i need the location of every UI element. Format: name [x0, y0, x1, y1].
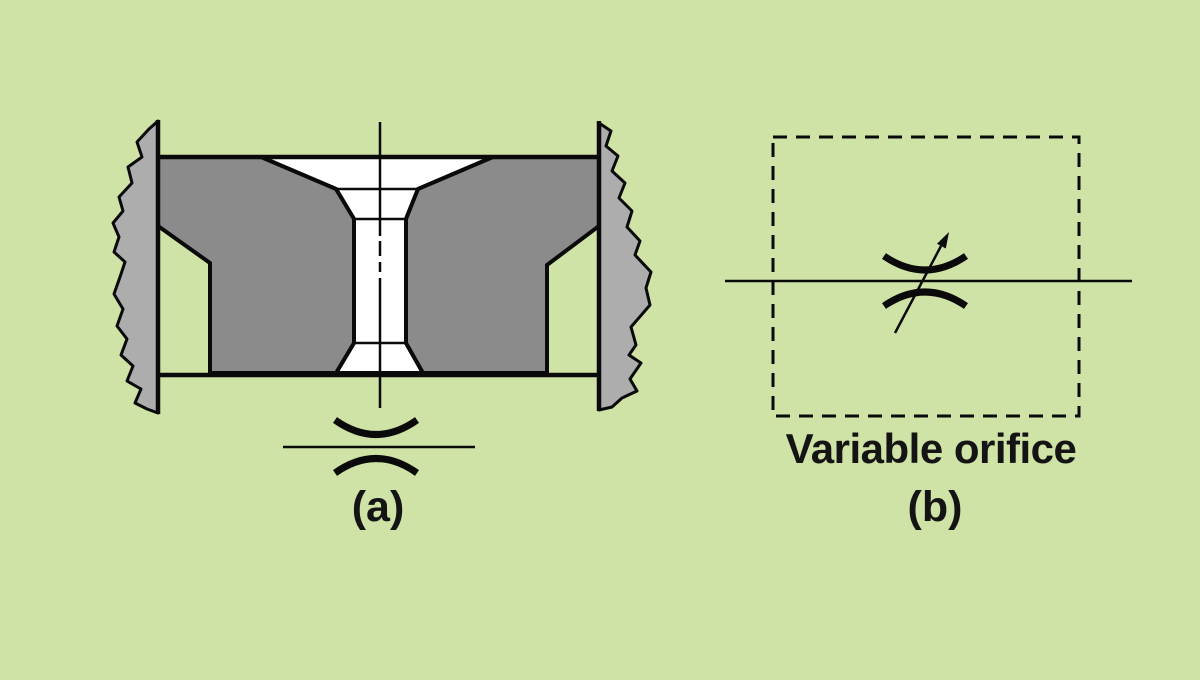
panel-b-label: (b) — [908, 483, 963, 531]
orifice-body-right — [404, 155, 601, 375]
variable-orifice-lower-arc — [882, 288, 968, 309]
left-break-jagged-shape — [111, 119, 160, 415]
panel-a-cross-section: (a) — [111, 119, 653, 531]
panel-b-schematic: Variable orifice (b) — [725, 135, 1132, 531]
adjustment-arrow-shaft — [893, 245, 943, 334]
orifice-symbol-upper-arc — [332, 417, 420, 438]
variable-orifice-caption: Variable orifice — [786, 425, 1077, 472]
right-break-jagged-shape — [597, 121, 653, 412]
orifice-symbol-lower-arc — [332, 455, 420, 476]
orifice-body-left — [156, 155, 356, 375]
dashed-enclosure-box — [771, 135, 1081, 418]
panel-a-label: (a) — [352, 483, 405, 531]
adjustment-arrow-head — [937, 232, 949, 249]
variable-orifice-upper-arc — [882, 253, 968, 274]
